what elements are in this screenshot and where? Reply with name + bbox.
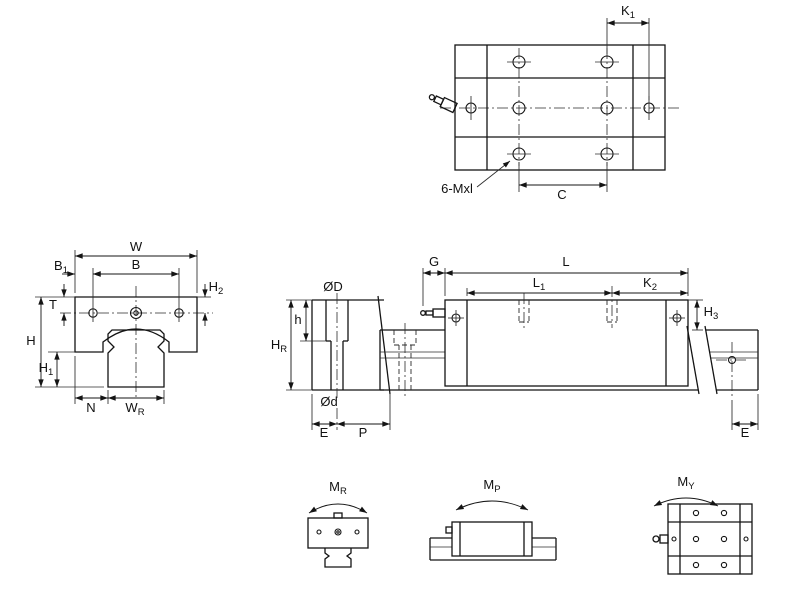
rail-hole-right — [716, 342, 748, 397]
rail-bolt-detail: ØD Ød h HR E P — [271, 279, 391, 440]
dim-label-c: C — [557, 187, 566, 202]
dim-t: T — [49, 284, 67, 326]
dim-label-t: T — [49, 297, 57, 312]
dim-label-hsmall: h — [294, 312, 301, 327]
mounting-holes — [507, 55, 619, 161]
dim-label-wr: WR — [125, 400, 144, 418]
moment-label-mr: MR — [329, 479, 347, 497]
grease-nipple-icon — [428, 94, 458, 114]
dim-label-dd: Ød — [320, 394, 337, 409]
dim-label-p: P — [359, 425, 368, 440]
dim-e-p: E P — [311, 394, 391, 440]
dim-label-e2: E — [741, 425, 750, 440]
dim-label-e1: E — [320, 425, 329, 440]
moment-mp: MP — [429, 477, 557, 561]
callout-6mxl: 6-Mxl — [441, 160, 511, 196]
dim-label-h2: H2 — [209, 279, 224, 297]
block-profile — [74, 296, 198, 353]
dim-label-k1: K1 — [621, 3, 635, 21]
dim-label-n: N — [86, 400, 95, 415]
dim-c: C — [518, 162, 608, 202]
dim-h3: H3 — [688, 299, 719, 331]
front-view: W B B1 T H2 H — [26, 239, 223, 418]
roll-arrow-icon — [308, 503, 368, 514]
dim-k1: K1 — [606, 3, 650, 100]
dim-l: L — [445, 254, 689, 296]
dim-w: W — [74, 239, 198, 293]
rail-profile — [107, 329, 165, 388]
block-side-outline — [444, 299, 689, 387]
moment-mr: MR — [307, 479, 369, 568]
dim-label-h3: H3 — [704, 304, 719, 322]
side-view: G L L1 K2 H3 E — [379, 254, 759, 440]
dim-label-l1: L1 — [533, 275, 546, 293]
dim-l1-k2: L1 K2 — [466, 275, 688, 296]
endcap-screws-side — [448, 310, 685, 326]
dim-label-h: H — [26, 333, 35, 348]
dim-label-k2: K2 — [643, 275, 657, 293]
dim-h2: H2 — [197, 279, 223, 326]
dim-label-g: G — [429, 254, 439, 269]
grease-port-icon — [129, 306, 143, 320]
moment-label-mp: MP — [483, 477, 500, 495]
dim-label-b1: B1 — [54, 258, 68, 276]
endcap-screws — [88, 268, 184, 322]
dim-g: G — [422, 254, 446, 306]
dim-b: B — [93, 257, 179, 277]
dim-e-right: E — [731, 394, 759, 440]
block-mounting-holes-hidden — [518, 286, 618, 328]
top-view: K1 C 6-Mxl — [428, 3, 680, 202]
dim-n-wr: N WR — [74, 356, 165, 418]
dim-hr: HR — [271, 300, 312, 391]
dim-label-b: B — [132, 257, 141, 272]
dim-label-w: W — [130, 239, 143, 254]
dim-h-small: h — [286, 299, 326, 342]
dim-label-l: L — [562, 254, 569, 269]
grease-nipple-side-icon — [420, 308, 446, 318]
yaw-arrow-icon — [653, 497, 719, 507]
rail-hole-left — [393, 323, 417, 397]
pitch-arrow-icon — [455, 500, 529, 511]
moment-label-my: MY — [677, 474, 695, 492]
dim-label-h1: H1 — [39, 360, 54, 378]
dim-h: H — [26, 296, 104, 388]
dim-label-hr: HR — [271, 337, 287, 355]
thread-callout-label: 6-Mxl — [441, 181, 473, 196]
moment-my: MY — [652, 474, 753, 575]
dim-h1: H1 — [39, 351, 75, 387]
dim-b1: B1 — [54, 258, 106, 277]
dim-label-dD: ØD — [323, 279, 343, 294]
